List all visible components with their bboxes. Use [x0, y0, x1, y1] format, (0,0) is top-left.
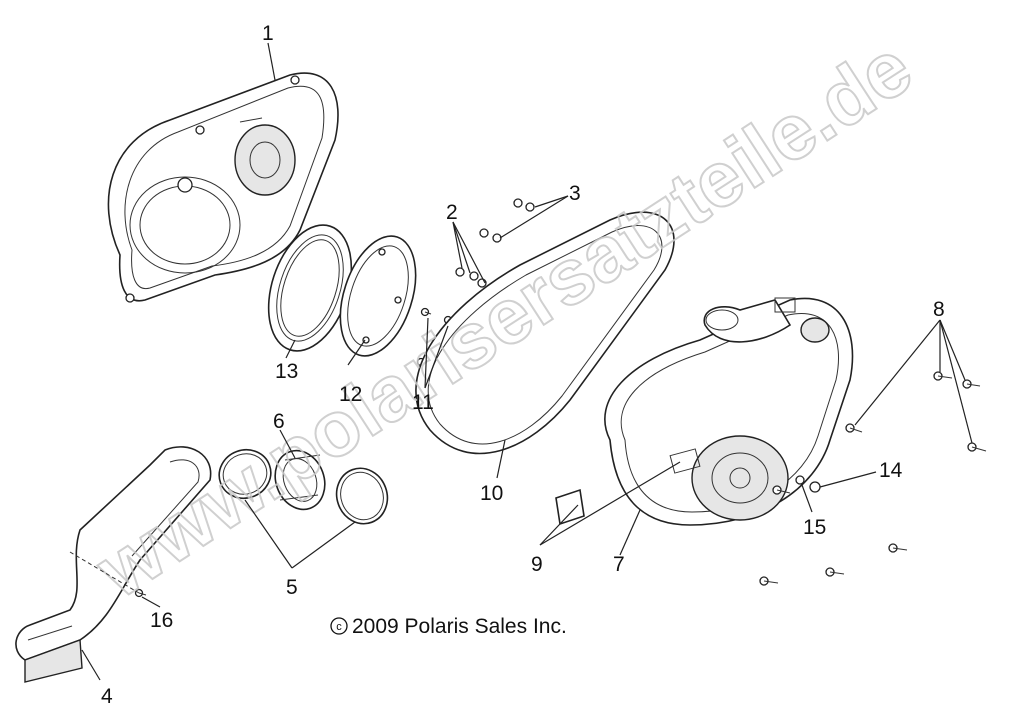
intake-boot — [274, 449, 326, 511]
clamp-left — [218, 448, 272, 500]
callout-6: 6 — [273, 410, 285, 433]
callout-5: 5 — [286, 576, 298, 599]
callout-13: 13 — [275, 360, 298, 383]
bolt-8-b — [962, 379, 981, 389]
callout-9: 9 — [531, 553, 543, 576]
bolt-lower-d — [759, 576, 779, 586]
copyright-notice: c 2009 Polaris Sales Inc. — [330, 615, 567, 638]
bolt-8-d — [967, 442, 987, 452]
callout-10: 10 — [480, 482, 503, 505]
bolt-2-a — [479, 228, 502, 243]
callout-labels: 1 2 3 4 5 6 7 8 9 10 11 12 13 14 15 16 — [101, 22, 945, 708]
screw-11-a — [420, 307, 432, 317]
bolt-14 — [809, 481, 821, 493]
callout-4: 4 — [101, 685, 113, 708]
bolt-lower-a — [772, 485, 791, 495]
bolt-lower-c — [825, 567, 845, 577]
cover-bolts — [759, 371, 987, 586]
callout-1: 1 — [262, 22, 274, 45]
bolt-8-c — [845, 423, 863, 433]
callout-12: 12 — [339, 383, 362, 406]
bolt-lower-b — [888, 543, 908, 553]
bolt-15 — [795, 475, 805, 485]
inner-clutch-cover — [107, 72, 339, 303]
callout-11: 11 — [412, 391, 434, 414]
bolt-2-b — [455, 267, 479, 281]
callout-8: 8 — [933, 298, 945, 321]
outer-clutch-cover — [604, 297, 854, 526]
intake-duct — [15, 446, 212, 683]
callout-2: 2 — [446, 201, 458, 224]
copyright-icon-letter: c — [336, 621, 342, 633]
clamp-right — [335, 467, 389, 525]
callout-3: 3 — [569, 182, 581, 205]
copyright-text: 2009 Polaris Sales Inc. — [352, 615, 567, 638]
copyright-icon — [330, 617, 348, 635]
callout-7: 7 — [613, 553, 625, 576]
callout-14: 14 — [879, 459, 903, 482]
decal-label — [555, 488, 585, 526]
washer-3-a — [513, 198, 535, 212]
callout-16: 16 — [150, 609, 173, 632]
leader-lines — [69, 42, 973, 681]
callout-15: 15 — [803, 516, 826, 539]
bolt-8-a — [933, 371, 953, 381]
